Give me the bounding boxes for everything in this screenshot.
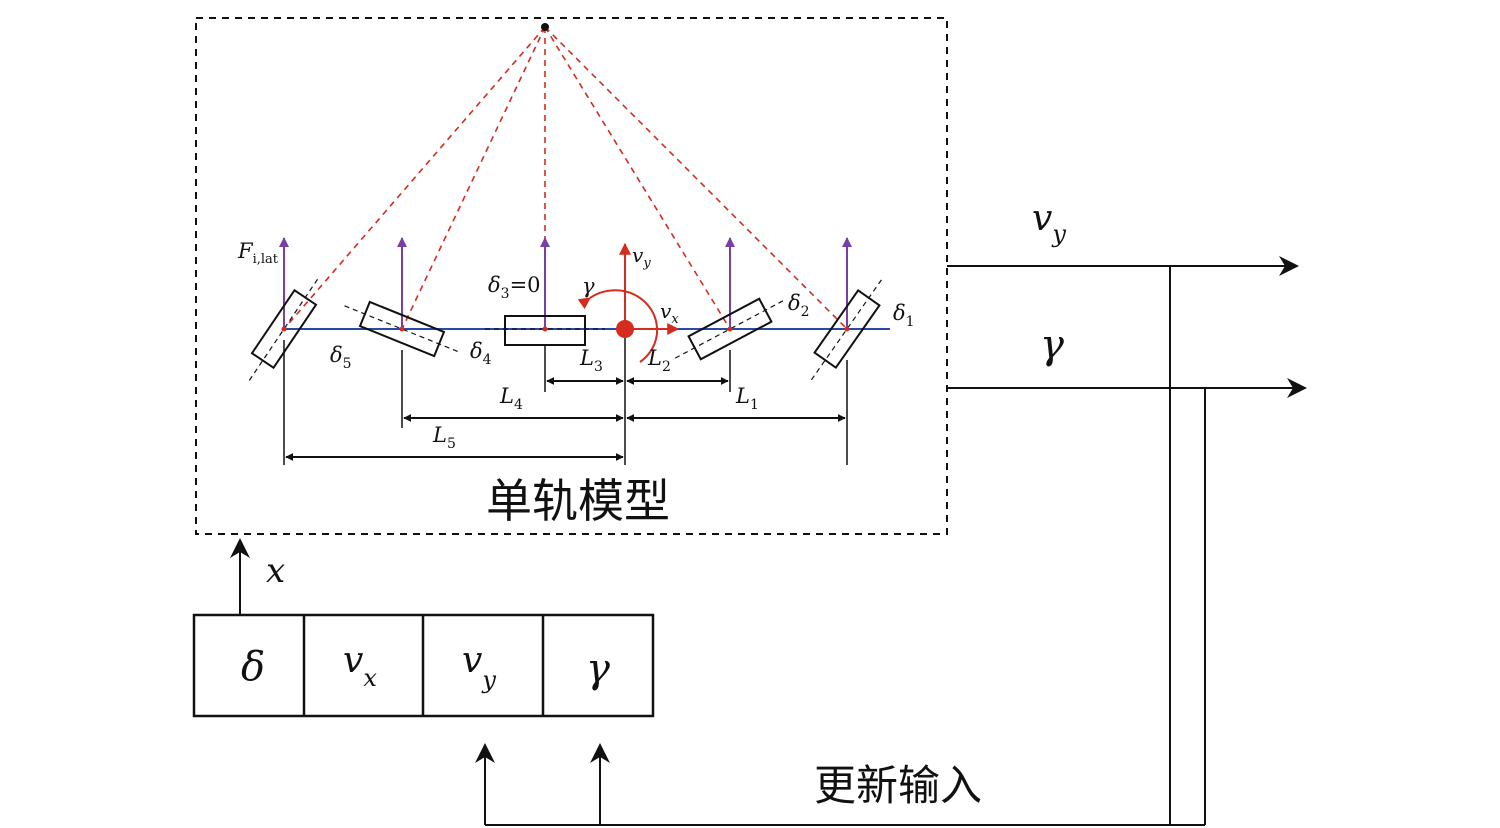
state-longitudinal-velocity: vx — [343, 640, 377, 692]
wheel-centers — [281, 326, 850, 332]
lateral-force-arrows — [279, 237, 852, 329]
distance-L3-label: L3 — [579, 346, 603, 375]
lateral-force-label: Fi,lat — [237, 239, 279, 267]
state-steer-angle: δ — [241, 644, 265, 690]
distance-L4-label: L4 — [499, 384, 523, 413]
wheel-4 — [344, 300, 460, 358]
model-boundary — [195, 17, 948, 535]
steer-angle-4-label: δ4 — [470, 339, 492, 368]
rotation-center — [541, 23, 549, 31]
cg-yaw-label: γ — [582, 274, 595, 298]
feedback-label: 更新输入 — [814, 761, 982, 810]
distance-L1-label: L1 — [735, 384, 759, 413]
input-label: x — [266, 551, 285, 591]
cg-vx-label: vx — [660, 299, 679, 327]
output-vy-label: vy — [1032, 198, 1066, 248]
state-lateral-velocity: vy — [462, 640, 496, 694]
wheel-5 — [248, 277, 320, 381]
steer-angle-5-label: δ5 — [330, 343, 352, 372]
steer-angle-2-label: δ2 — [788, 291, 810, 320]
distance-L5-label: L5 — [432, 423, 456, 452]
cg-vy-label: vy — [632, 243, 651, 271]
feedback-lines — [475, 266, 1206, 826]
dimension-lines — [285, 377, 846, 461]
output-yaw-label: γ — [1040, 322, 1064, 368]
steer-angle-1-label: δ1 — [893, 301, 915, 330]
center-of-gravity — [577, 242, 680, 363]
wheel-1 — [810, 277, 884, 381]
wheel-3 — [485, 315, 605, 346]
wheel-2 — [674, 297, 786, 361]
model-title: 单轨模型 — [486, 474, 670, 528]
state-vector: δ vx vy γ — [192, 613, 655, 718]
distance-L2-label: L2 — [647, 346, 671, 375]
state-yaw-rate: γ — [586, 646, 610, 692]
rotation-center-rays — [283, 26, 848, 330]
steer-angle-3-label: δ3=0 — [488, 273, 541, 302]
dimension-extensions — [283, 338, 848, 465]
